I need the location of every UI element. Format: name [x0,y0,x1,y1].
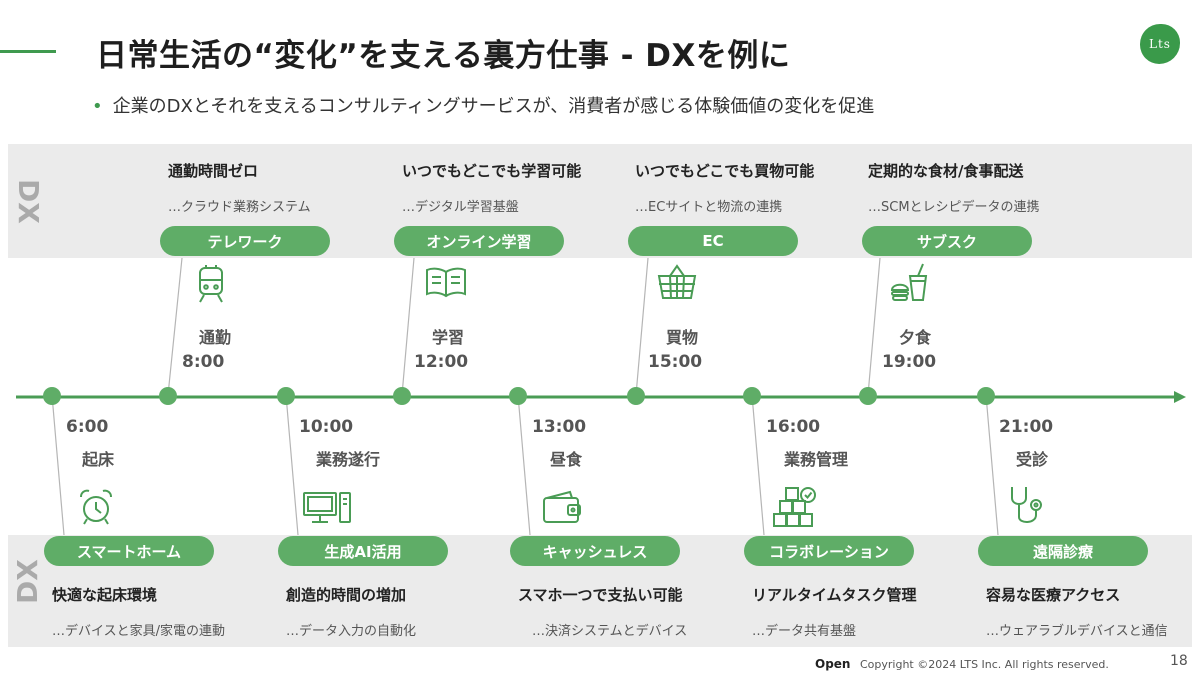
timeline-node [159,387,177,405]
time-label: 21:00 [999,417,1054,437]
time-label: 8:00 [182,352,225,372]
connector-line [751,394,765,536]
book-icon [426,267,466,298]
dx-value-title: 創造的時間の増加 [286,586,407,604]
dx-value-basis: …ECサイトと物流の連携 [635,200,783,215]
dx-value-basis: …デジタル学習基盤 [402,200,519,215]
classification-label: Open [815,657,851,671]
subtitle: • 企業のDXとそれを支えるコンサルティングサービスが、消費者が感じる体験価値の変… [92,92,874,118]
time-label: 12:00 [414,352,469,372]
timeline-node [43,387,61,405]
page-title: 日常生活の“変化”を支える裏方仕事 - DXを例に [96,38,791,74]
connector-line [51,394,65,536]
dx-value-basis: …データ入力の自動化 [286,624,417,639]
dx-pill-online-learning: オンライン学習 [394,226,564,256]
dx-value-basis: …データ共有基盤 [752,624,857,639]
time-label: 16:00 [766,417,821,437]
timeline-node [743,387,761,405]
time-label: 15:00 [648,352,703,372]
page-number: 18 [1170,653,1188,669]
time-label: 10:00 [299,417,354,437]
timeline-node [393,387,411,405]
timeline-node [859,387,877,405]
dx-value-title: 容易な医療アクセス [986,586,1121,604]
dx-value-title: リアルタイムタスク管理 [752,586,917,604]
dx-pill-subscription: サブスク [862,226,1032,256]
connector-line [401,257,415,396]
wallet-icon [543,490,581,523]
timeline-node [627,387,645,405]
title-accent-line [0,50,56,53]
dx-pill-telemedicine: 遠隔診療 [978,536,1148,566]
timeline-node [277,387,295,405]
time-label: 13:00 [532,417,587,437]
desktop-pc-icon [303,492,351,523]
dx-pill-collaboration: コラボレーション [744,536,914,566]
dx-value-title: スマホ一つで支払い可能 [518,586,683,604]
lts-logo: Lts [1140,24,1180,64]
dx-pill-ec: EC [628,226,798,256]
activity-label: 買物 [666,328,699,347]
connector-line [985,394,999,536]
dx-value-basis: …SCMとレシピデータの連携 [868,200,1040,215]
dx-value-basis: …クラウド業務システム [168,200,311,215]
activity-label: 通勤 [199,328,232,347]
time-label: 6:00 [66,417,109,437]
basket-icon [657,264,697,299]
activity-label: 受診 [1016,450,1049,469]
stethoscope-icon [1011,487,1042,523]
activity-label: 夕食 [899,328,932,347]
connector-line [167,257,183,396]
alarm-clock-icon [80,489,112,525]
dx-pill-generative-ai: 生成AI活用 [278,536,448,566]
dx-pill-telework: テレワーク [160,226,330,256]
dx-value-basis: …デバイスと家具/家電の連動 [52,624,225,639]
dx-pill-smart-home: スマートホーム [44,536,214,566]
dx-value-title: 通勤時間ゼロ [168,162,259,180]
activity-label: 起床 [82,450,115,469]
timeline-arrowhead [1174,391,1186,403]
dx-value-title: 快適な起床環境 [52,586,158,604]
subtitle-text: 企業のDXとそれを支えるコンサルティングサービスが、消費者が感じる体験価値の変化… [112,96,875,117]
bullet-dot: • [92,96,103,117]
dx-value-basis: …ウェアラブルデバイスと通信 [986,624,1168,639]
burger-drink-icon [890,263,928,301]
timeline-node [977,387,995,405]
timeline-node [509,387,527,405]
time-label: 19:00 [882,352,937,372]
activity-label: 業務管理 [784,450,849,469]
dx-value-basis: …決済システムとデバイス [532,624,688,639]
train-icon [199,265,223,303]
copyright: Copyright ©2024 LTS Inc. All rights rese… [860,658,1109,671]
activity-label: 昼食 [550,450,583,469]
connector-line [867,257,881,396]
connector-line [285,394,299,536]
dx-value-title: 定期的な食材/食事配送 [868,162,1024,180]
connector-line [517,394,531,536]
dx-value-title: いつでもどこでも学習可能 [402,162,582,180]
dx-value-title: いつでもどこでも買物可能 [635,162,815,180]
activity-label: 学習 [432,328,465,347]
activity-label: 業務遂行 [316,450,381,469]
connector-line [635,257,649,396]
boxes-check-icon [773,487,816,527]
dx-pill-cashless: キャッシュレス [510,536,680,566]
